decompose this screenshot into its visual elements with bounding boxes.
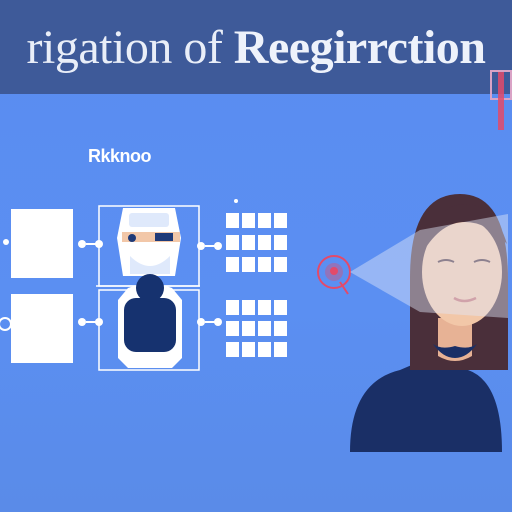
person-torso [350, 364, 502, 452]
connector-dot [234, 199, 238, 203]
diagram-label: Rkknoo [88, 146, 152, 166]
scanner-lens-icon [128, 234, 136, 242]
connector-dot [78, 240, 86, 248]
person-mouth [453, 296, 477, 303]
scanner-screen [129, 213, 169, 227]
grid-cell [226, 213, 239, 228]
feature-grid-bottom [226, 300, 287, 357]
grid-cell [274, 257, 287, 272]
grid-cell [226, 321, 239, 336]
scanner-display [124, 298, 176, 352]
grid-cell [242, 342, 255, 357]
person-collar [433, 344, 477, 358]
connector-dot [197, 242, 205, 250]
grid-cell [258, 300, 271, 315]
person-right-eye [473, 259, 491, 263]
input-panel-bottom [11, 294, 73, 363]
title-part-1: rigation of [26, 21, 223, 74]
grid-cell [274, 300, 287, 315]
title-part-2: Reegirrction [233, 21, 486, 74]
grid-cell [226, 257, 239, 272]
grid-cell [226, 342, 239, 357]
grid-cell [242, 213, 255, 228]
connector-dot [197, 318, 205, 326]
scan-beam [350, 214, 508, 318]
grid-cell [258, 342, 271, 357]
grid-cell [258, 257, 271, 272]
title-banner [0, 0, 512, 94]
grid-cell [242, 257, 255, 272]
grid-cell [242, 321, 255, 336]
scanner-strip [122, 232, 180, 242]
connector-dot [3, 239, 9, 245]
feature-grid-top [226, 213, 287, 272]
grid-cell [274, 235, 287, 250]
connector-dot [214, 242, 222, 250]
face-scan-target-icon [317, 255, 351, 289]
scan-target-handle [339, 281, 349, 295]
person-left-eye [437, 259, 455, 263]
scanner-head [136, 274, 164, 302]
person-face [422, 218, 502, 326]
scan-target-center [330, 267, 338, 275]
grid-cell [226, 235, 239, 250]
scanner-base [130, 256, 170, 274]
grid-cell [226, 300, 239, 315]
grid-cell [258, 213, 271, 228]
scan-target-icon [0, 317, 12, 331]
grid-cell [258, 235, 271, 250]
connector-dot [214, 318, 222, 326]
grid-cell [242, 235, 255, 250]
scanner-slot [155, 233, 173, 241]
grid-cell [242, 300, 255, 315]
bookmark-ribbon [498, 72, 504, 130]
grid-cell [258, 321, 271, 336]
grid-cell [274, 342, 287, 357]
input-panel-top [11, 209, 73, 278]
person-fringe [423, 204, 507, 252]
connector-dot [78, 318, 86, 326]
grid-cell [274, 213, 287, 228]
grid-cell [274, 321, 287, 336]
page-title: rigation of Reegirrction [0, 18, 512, 78]
